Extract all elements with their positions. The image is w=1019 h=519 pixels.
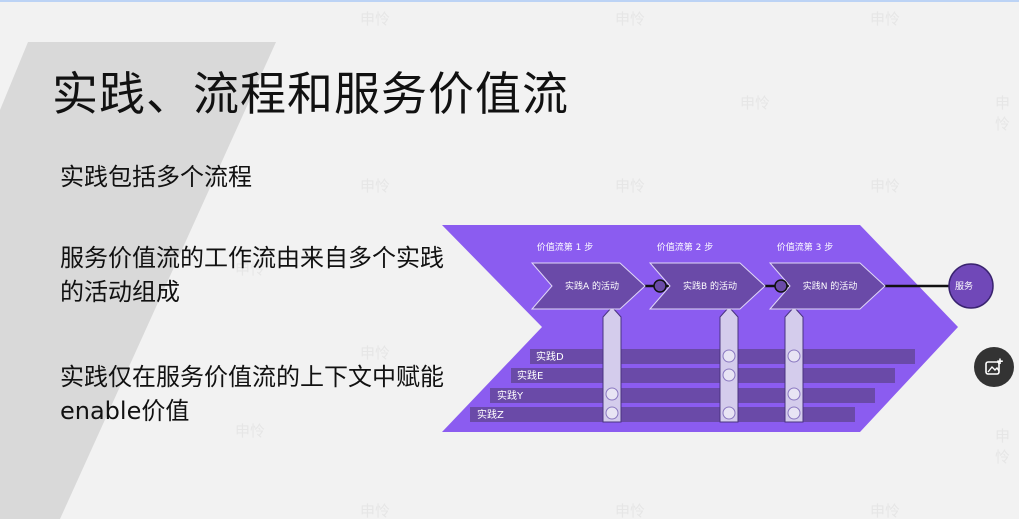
practice-node <box>722 406 736 420</box>
watermark: 申怜 <box>870 177 901 195</box>
watermark: 申怜 <box>615 10 646 28</box>
add-image-button[interactable] <box>974 347 1014 387</box>
service-circle <box>948 263 994 309</box>
step-chevron <box>648 262 766 310</box>
watermark: 申怜 <box>995 427 1011 466</box>
service-label: 服务 <box>955 280 973 292</box>
step-activity: 实践B 的活动 <box>683 280 737 292</box>
watermark: 申怜 <box>360 502 391 519</box>
practice-label: 实践Z <box>477 408 504 421</box>
step-header: 价值流第 3 步 <box>777 241 833 253</box>
flow-node <box>774 279 788 293</box>
flow-node <box>653 279 667 293</box>
watermark: 申怜 <box>360 344 391 362</box>
bullet-text: 实践包括多个流程 <box>60 163 252 191</box>
practice-bar <box>470 407 855 422</box>
top-border <box>0 0 1019 2</box>
step-activity: 实践A 的活动 <box>565 280 619 292</box>
step-activity: 实践N 的活动 <box>803 280 858 292</box>
watermark: 申怜 <box>995 94 1011 133</box>
decorative-stripe <box>0 42 276 519</box>
practice-node <box>605 406 619 420</box>
step-header: 价值流第 1 步 <box>537 241 593 253</box>
practice-node <box>722 349 736 363</box>
step-chevron <box>530 262 646 310</box>
practice-bar <box>490 388 875 403</box>
watermark: 申怜 <box>235 422 266 440</box>
watermark: 申怜 <box>615 502 646 519</box>
practice-node <box>722 368 736 382</box>
step-chevron <box>768 262 886 310</box>
practice-connector <box>719 306 739 423</box>
bullet-text: 服务价值流的工作流由来自多个实践的活动组成 <box>60 244 444 306</box>
watermark: 申怜 <box>740 94 771 112</box>
watermark: 申怜 <box>360 10 391 28</box>
watermark: 申怜 <box>870 10 901 28</box>
practice-node <box>787 349 801 363</box>
practice-connector <box>784 306 804 423</box>
practice-node <box>605 387 619 401</box>
value-stream-diagram: 价值流第 1 步 价值流第 2 步 价值流第 3 步 实践D 实践E 实践Y 实… <box>442 225 994 432</box>
slide-title: 实践、流程和服务价值流 <box>52 67 569 121</box>
watermark: 申怜 <box>360 177 391 195</box>
practice-label: 实践D <box>536 350 564 363</box>
practice-connector <box>602 306 622 423</box>
practice-node <box>787 387 801 401</box>
practice-node <box>787 406 801 420</box>
step-header: 价值流第 2 步 <box>657 241 713 253</box>
watermark: 申怜 <box>870 502 901 519</box>
watermark: 申怜 <box>235 260 266 278</box>
practice-label: 实践E <box>517 369 543 382</box>
add-image-icon <box>985 358 1003 375</box>
bullet-text: 实践仅在服务价值流的上下文中赋能enable价值 <box>60 363 444 425</box>
watermark: 申怜 <box>615 177 646 195</box>
practice-label: 实践Y <box>497 389 524 402</box>
practice-bar <box>511 368 895 383</box>
